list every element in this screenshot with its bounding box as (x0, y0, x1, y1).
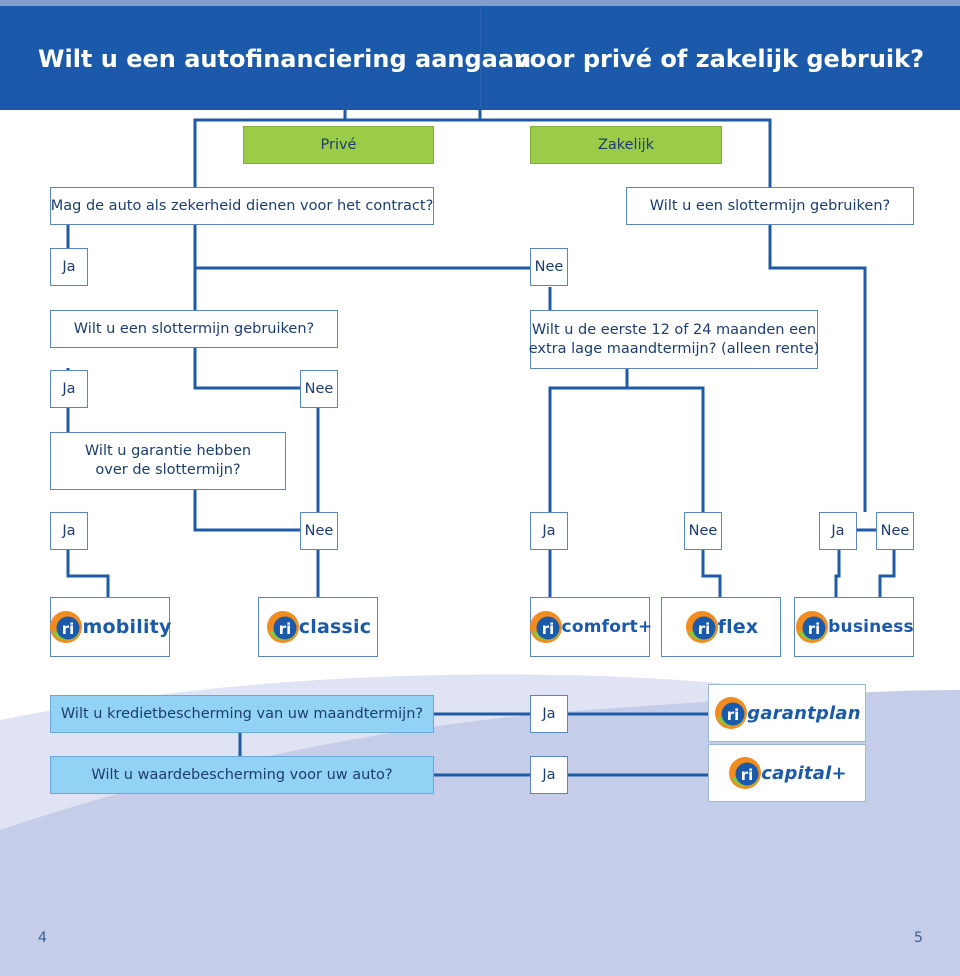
box-answer-ja: Ja (819, 512, 857, 550)
rimobility-logo: ri mobility (48, 607, 171, 647)
product-rigarantplan[interactable]: ri garantplan (708, 684, 866, 742)
box-answer-ja: Ja (50, 370, 88, 408)
garantie-line-2: over de slottermijn? (95, 462, 241, 478)
product-name: capital+ (761, 762, 847, 784)
page-title-left: Wilt u een autofinanciering aangaan (38, 45, 532, 73)
svg-text:ri: ri (279, 620, 292, 638)
box-answer-nee: Nee (876, 512, 914, 550)
box-prive: Privé (243, 126, 434, 164)
riclassic-logo: ri classic (265, 607, 371, 647)
box-zakelijk: Zakelijk (530, 126, 722, 164)
ri-emblem-icon: ri (715, 697, 748, 729)
rigarantplan-logo: ri garantplan (713, 693, 861, 733)
product-ricomfort[interactable]: ri comfort+ (528, 597, 653, 657)
box-answer-ja: Ja (50, 248, 88, 286)
connector-prive (193, 110, 347, 187)
ri-emblem-icon: ri (685, 611, 718, 643)
box-question-slottermijn-prive: Wilt u een slottermijn gebruiken? (50, 310, 338, 348)
box-answer-ja: Ja (530, 695, 568, 733)
box-question-garantie: Wilt u garantie hebben over de slottermi… (50, 432, 286, 490)
ri-emblem-icon: ri (729, 757, 762, 789)
product-name: comfort+ (561, 616, 653, 637)
product-name: mobility (82, 615, 172, 638)
ri-emblem-icon: ri (266, 611, 299, 643)
box-question-lage-termijn: Wilt u de eerste 12 of 24 maanden een ex… (528, 310, 820, 369)
product-riflex[interactable]: ri flex (661, 597, 781, 657)
top-band (0, 0, 960, 6)
box-answer-nee: Nee (530, 248, 568, 286)
lage-termijn-line-1: Wilt u de eerste 12 of 24 maanden een (531, 321, 817, 338)
product-name: classic (298, 615, 372, 638)
ribusiness-logo: ri business (794, 607, 914, 647)
ricomfort-logo: ri comfort+ (528, 607, 653, 647)
svg-text:ri: ri (808, 620, 821, 638)
box-answer-nee: Nee (300, 512, 338, 550)
box-answer-nee: Nee (300, 370, 338, 408)
connector-zakelijk (480, 118, 772, 187)
product-riclassic[interactable]: ri classic (258, 597, 378, 657)
box-answer-ja: Ja (50, 512, 88, 550)
svg-text:ri: ri (727, 706, 740, 724)
lage-termijn-line-2: extra lage maandtermijn? (alleen rente) (528, 340, 820, 357)
header-divider (480, 6, 481, 110)
ri-emblem-icon: ri (796, 611, 829, 643)
page-title-right: voor privé of zakelijk gebruik? (514, 45, 925, 73)
garantie-line-1: Wilt u garantie hebben (84, 443, 252, 459)
product-name: flex (717, 615, 759, 638)
product-name: garantplan (747, 702, 861, 724)
ri-emblem-icon: ri (529, 611, 562, 643)
svg-text:ri: ri (741, 766, 754, 784)
box-answer-nee: Nee (684, 512, 722, 550)
box-question-zekerheid: Mag de auto als zekerheid dienen voor he… (50, 187, 434, 225)
product-ricapital[interactable]: ri capital+ (708, 744, 866, 802)
box-answer-ja: Ja (530, 756, 568, 794)
svg-text:ri: ri (697, 620, 710, 638)
page-number-right: 5 (914, 930, 923, 946)
product-name: business (828, 616, 914, 637)
box-question-kredietbescherming: Wilt u kredietbescherming van uw maandte… (50, 695, 434, 733)
ri-emblem-icon: ri (50, 611, 83, 643)
page-number-left: 4 (38, 930, 47, 946)
ricapital-logo: ri capital+ (727, 753, 847, 793)
riflex-logo: ri flex (684, 607, 759, 647)
svg-text:ri: ri (62, 620, 75, 638)
svg-text:ri: ri (541, 620, 554, 638)
box-question-waardebescherming: Wilt u waardebescherming voor uw auto? (50, 756, 434, 794)
product-rimobility[interactable]: ri mobility (48, 597, 171, 657)
header-bar (0, 6, 960, 110)
box-question-slottermijn-zakelijk: Wilt u een slottermijn gebruiken? (626, 187, 914, 225)
product-ribusiness[interactable]: ri business (794, 597, 914, 657)
box-answer-ja: Ja (530, 512, 568, 550)
